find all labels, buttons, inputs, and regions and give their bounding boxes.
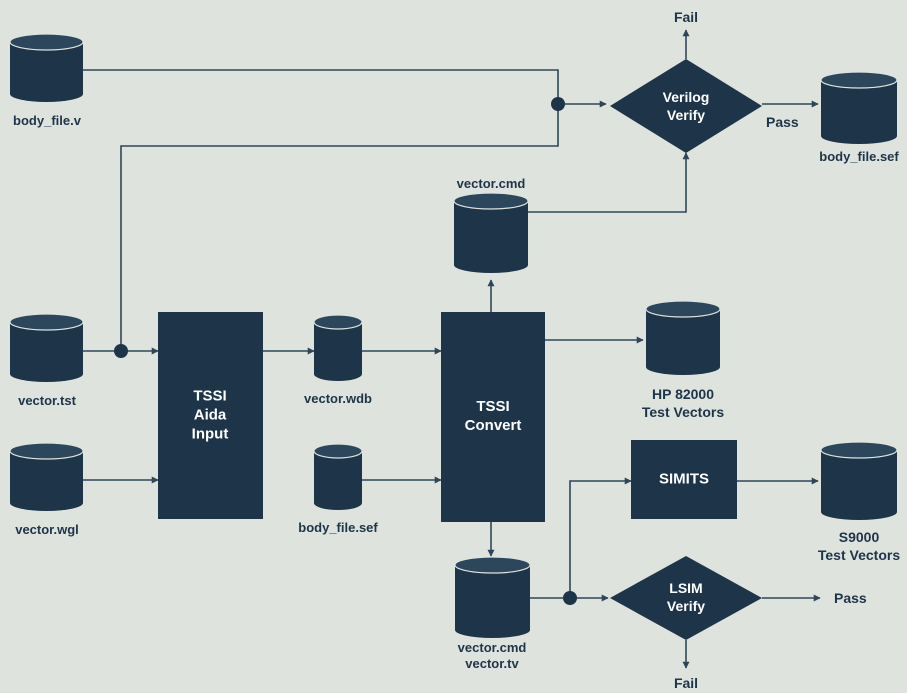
lsim-pass-label: Pass xyxy=(834,590,867,606)
body-file-v-label: body_file.v xyxy=(13,113,81,128)
database-cylinder-icon xyxy=(313,443,363,510)
lsim-verify-text: LSIM Verify xyxy=(667,579,705,615)
lsim-text-line1: LSIM xyxy=(669,580,703,596)
body-file-sef-output-label: body_file.sef xyxy=(819,149,899,164)
hp82000-label-line1: HP 82000 xyxy=(651,386,715,402)
convert-text-line1: TSSI xyxy=(476,398,510,415)
database-cylinder-icon xyxy=(820,71,898,144)
vector-wdb-label: vector.wdb xyxy=(304,391,372,406)
database-cylinder-icon xyxy=(313,314,363,381)
aida-text-line2: Aida xyxy=(193,406,227,424)
vector-wgl-label: vector.wgl xyxy=(15,522,79,537)
vector-cmd-tv-label: vector.cmd vector.tv xyxy=(458,640,527,672)
line-branch-to-simits xyxy=(569,477,632,598)
verilog-text-line1: Verilog xyxy=(662,89,710,105)
vector-cmd-tv-label-line1: vector.cmd xyxy=(457,640,527,655)
vector-tst-label: vector.tst xyxy=(18,393,76,408)
database-cylinder-icon xyxy=(454,556,531,638)
convert-text-line2: Convert xyxy=(464,417,522,434)
tssi-convert-box xyxy=(441,312,545,522)
verilog-verify-diamond xyxy=(610,59,762,153)
vector-cmd-label: vector.cmd xyxy=(456,176,526,191)
database-cylinder-icon xyxy=(453,192,529,273)
verilog-text-line2: Verify xyxy=(666,107,706,123)
aida-text-line3: Input xyxy=(191,425,229,443)
body-file-sef-input-label: body_file.sef xyxy=(298,520,378,535)
tssi-convert-text: TSSI Convert xyxy=(465,397,522,435)
line-tst-branch-up xyxy=(120,104,559,351)
simits-text: SIMITS xyxy=(658,470,710,488)
vector-cmd-tv-label-line2: vector.tv xyxy=(465,656,519,671)
hp82000-label-line2: Test Vectors xyxy=(641,404,725,420)
simits-box xyxy=(631,440,737,519)
lsim-verify-diamond xyxy=(610,556,762,640)
tssi-aida-input-box xyxy=(158,312,263,519)
s9000-label: S9000 Test Vectors xyxy=(818,528,900,564)
junction-dot-icon xyxy=(551,97,565,111)
junction-dot-icon xyxy=(114,344,128,358)
line-body-file-v-to-verilog xyxy=(83,69,607,108)
database-cylinder-icon xyxy=(9,33,84,102)
s9000-label-line1: S9000 xyxy=(838,529,880,545)
database-cylinder-icon xyxy=(9,442,84,511)
hp82000-label: HP 82000 Test Vectors xyxy=(642,385,724,421)
verilog-verify-text: Verilog Verify xyxy=(663,88,710,124)
line-vector-cmd-to-verilog xyxy=(528,152,690,213)
aida-text-line1: TSSI xyxy=(193,387,227,405)
junction-dot-icon xyxy=(563,591,577,605)
database-cylinder-icon xyxy=(9,313,84,382)
verilog-fail-label: Fail xyxy=(673,9,699,25)
verilog-pass-label: Pass xyxy=(766,114,799,130)
tssi-aida-input-text: TSSI Aida Input xyxy=(192,387,229,444)
database-cylinder-icon xyxy=(645,300,721,375)
s9000-label-line2: Test Vectors xyxy=(817,547,901,563)
lsim-fail-label: Fail xyxy=(673,675,699,691)
database-cylinder-icon xyxy=(820,441,898,520)
lsim-text-line2: Verify xyxy=(666,598,706,614)
